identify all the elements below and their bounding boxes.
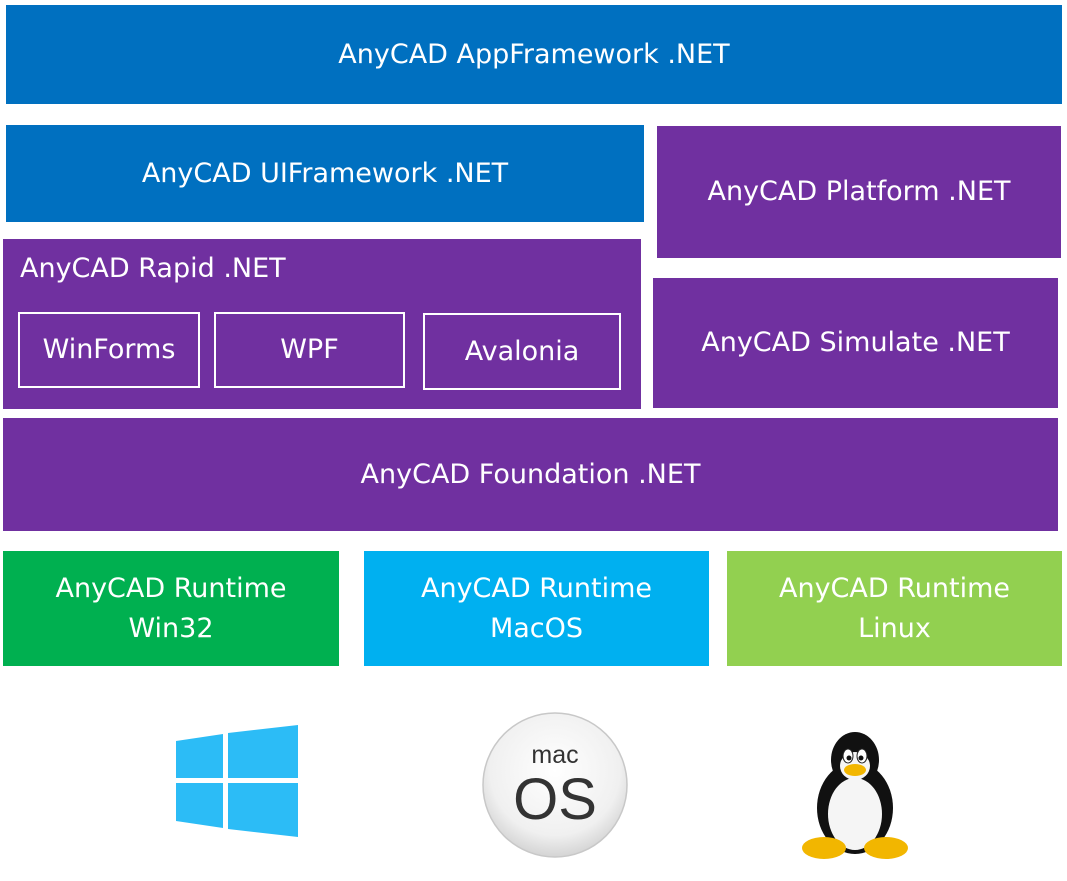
- app-framework-label: AnyCAD AppFramework .NET: [338, 38, 730, 70]
- runtime-win32-line2: Win32: [128, 612, 214, 644]
- foundation-block: AnyCAD Foundation .NET: [3, 418, 1058, 531]
- winforms-label: WinForms: [42, 334, 176, 366]
- rapid-block: AnyCAD Rapid .NET WinForms WPF Avalonia: [3, 239, 641, 409]
- simulate-block: AnyCAD Simulate .NET: [653, 278, 1058, 408]
- tux-penguin-icon: [802, 732, 908, 859]
- runtime-macos-line1: AnyCAD Runtime: [420, 573, 653, 605]
- macos-bottom-text: OS: [513, 767, 597, 832]
- runtime-win32-block: AnyCAD Runtime Win32: [3, 551, 339, 666]
- runtime-linux-line2: Linux: [858, 612, 931, 644]
- platform-block: AnyCAD Platform .NET: [657, 126, 1061, 258]
- runtime-macos-text: AnyCAD Runtime MacOS: [421, 569, 652, 647]
- ui-framework-label: AnyCAD UIFramework .NET: [141, 157, 509, 189]
- windows-icon: [176, 725, 298, 837]
- avalonia-label: Avalonia: [464, 335, 580, 367]
- runtime-macos-line2: MacOS: [489, 612, 584, 644]
- platform-label: AnyCAD Platform .NET: [707, 176, 1011, 208]
- rapid-label: AnyCAD Rapid .NET: [20, 253, 286, 284]
- ui-framework-block: AnyCAD UIFramework .NET: [6, 125, 644, 222]
- foundation-label: AnyCAD Foundation .NET: [360, 458, 701, 490]
- winforms-box: WinForms: [18, 312, 200, 388]
- runtime-linux-line1: AnyCAD Runtime: [778, 573, 1011, 605]
- runtime-win32-line1: AnyCAD Runtime: [55, 573, 287, 605]
- simulate-label: AnyCAD Simulate .NET: [701, 327, 1010, 359]
- runtime-macos-block: AnyCAD Runtime MacOS: [364, 551, 709, 666]
- runtime-linux-block: AnyCAD Runtime Linux: [727, 551, 1062, 666]
- runtime-win32-text: AnyCAD Runtime Win32: [55, 569, 286, 647]
- macos-top-text: mac: [531, 741, 578, 769]
- macos-icon: mac OS: [482, 712, 628, 858]
- runtime-linux-text: AnyCAD Runtime Linux: [779, 569, 1010, 647]
- wpf-box: WPF: [214, 312, 405, 388]
- app-framework-block: AnyCAD AppFramework .NET: [6, 5, 1062, 104]
- wpf-label: WPF: [280, 334, 339, 366]
- avalonia-box: Avalonia: [423, 313, 621, 390]
